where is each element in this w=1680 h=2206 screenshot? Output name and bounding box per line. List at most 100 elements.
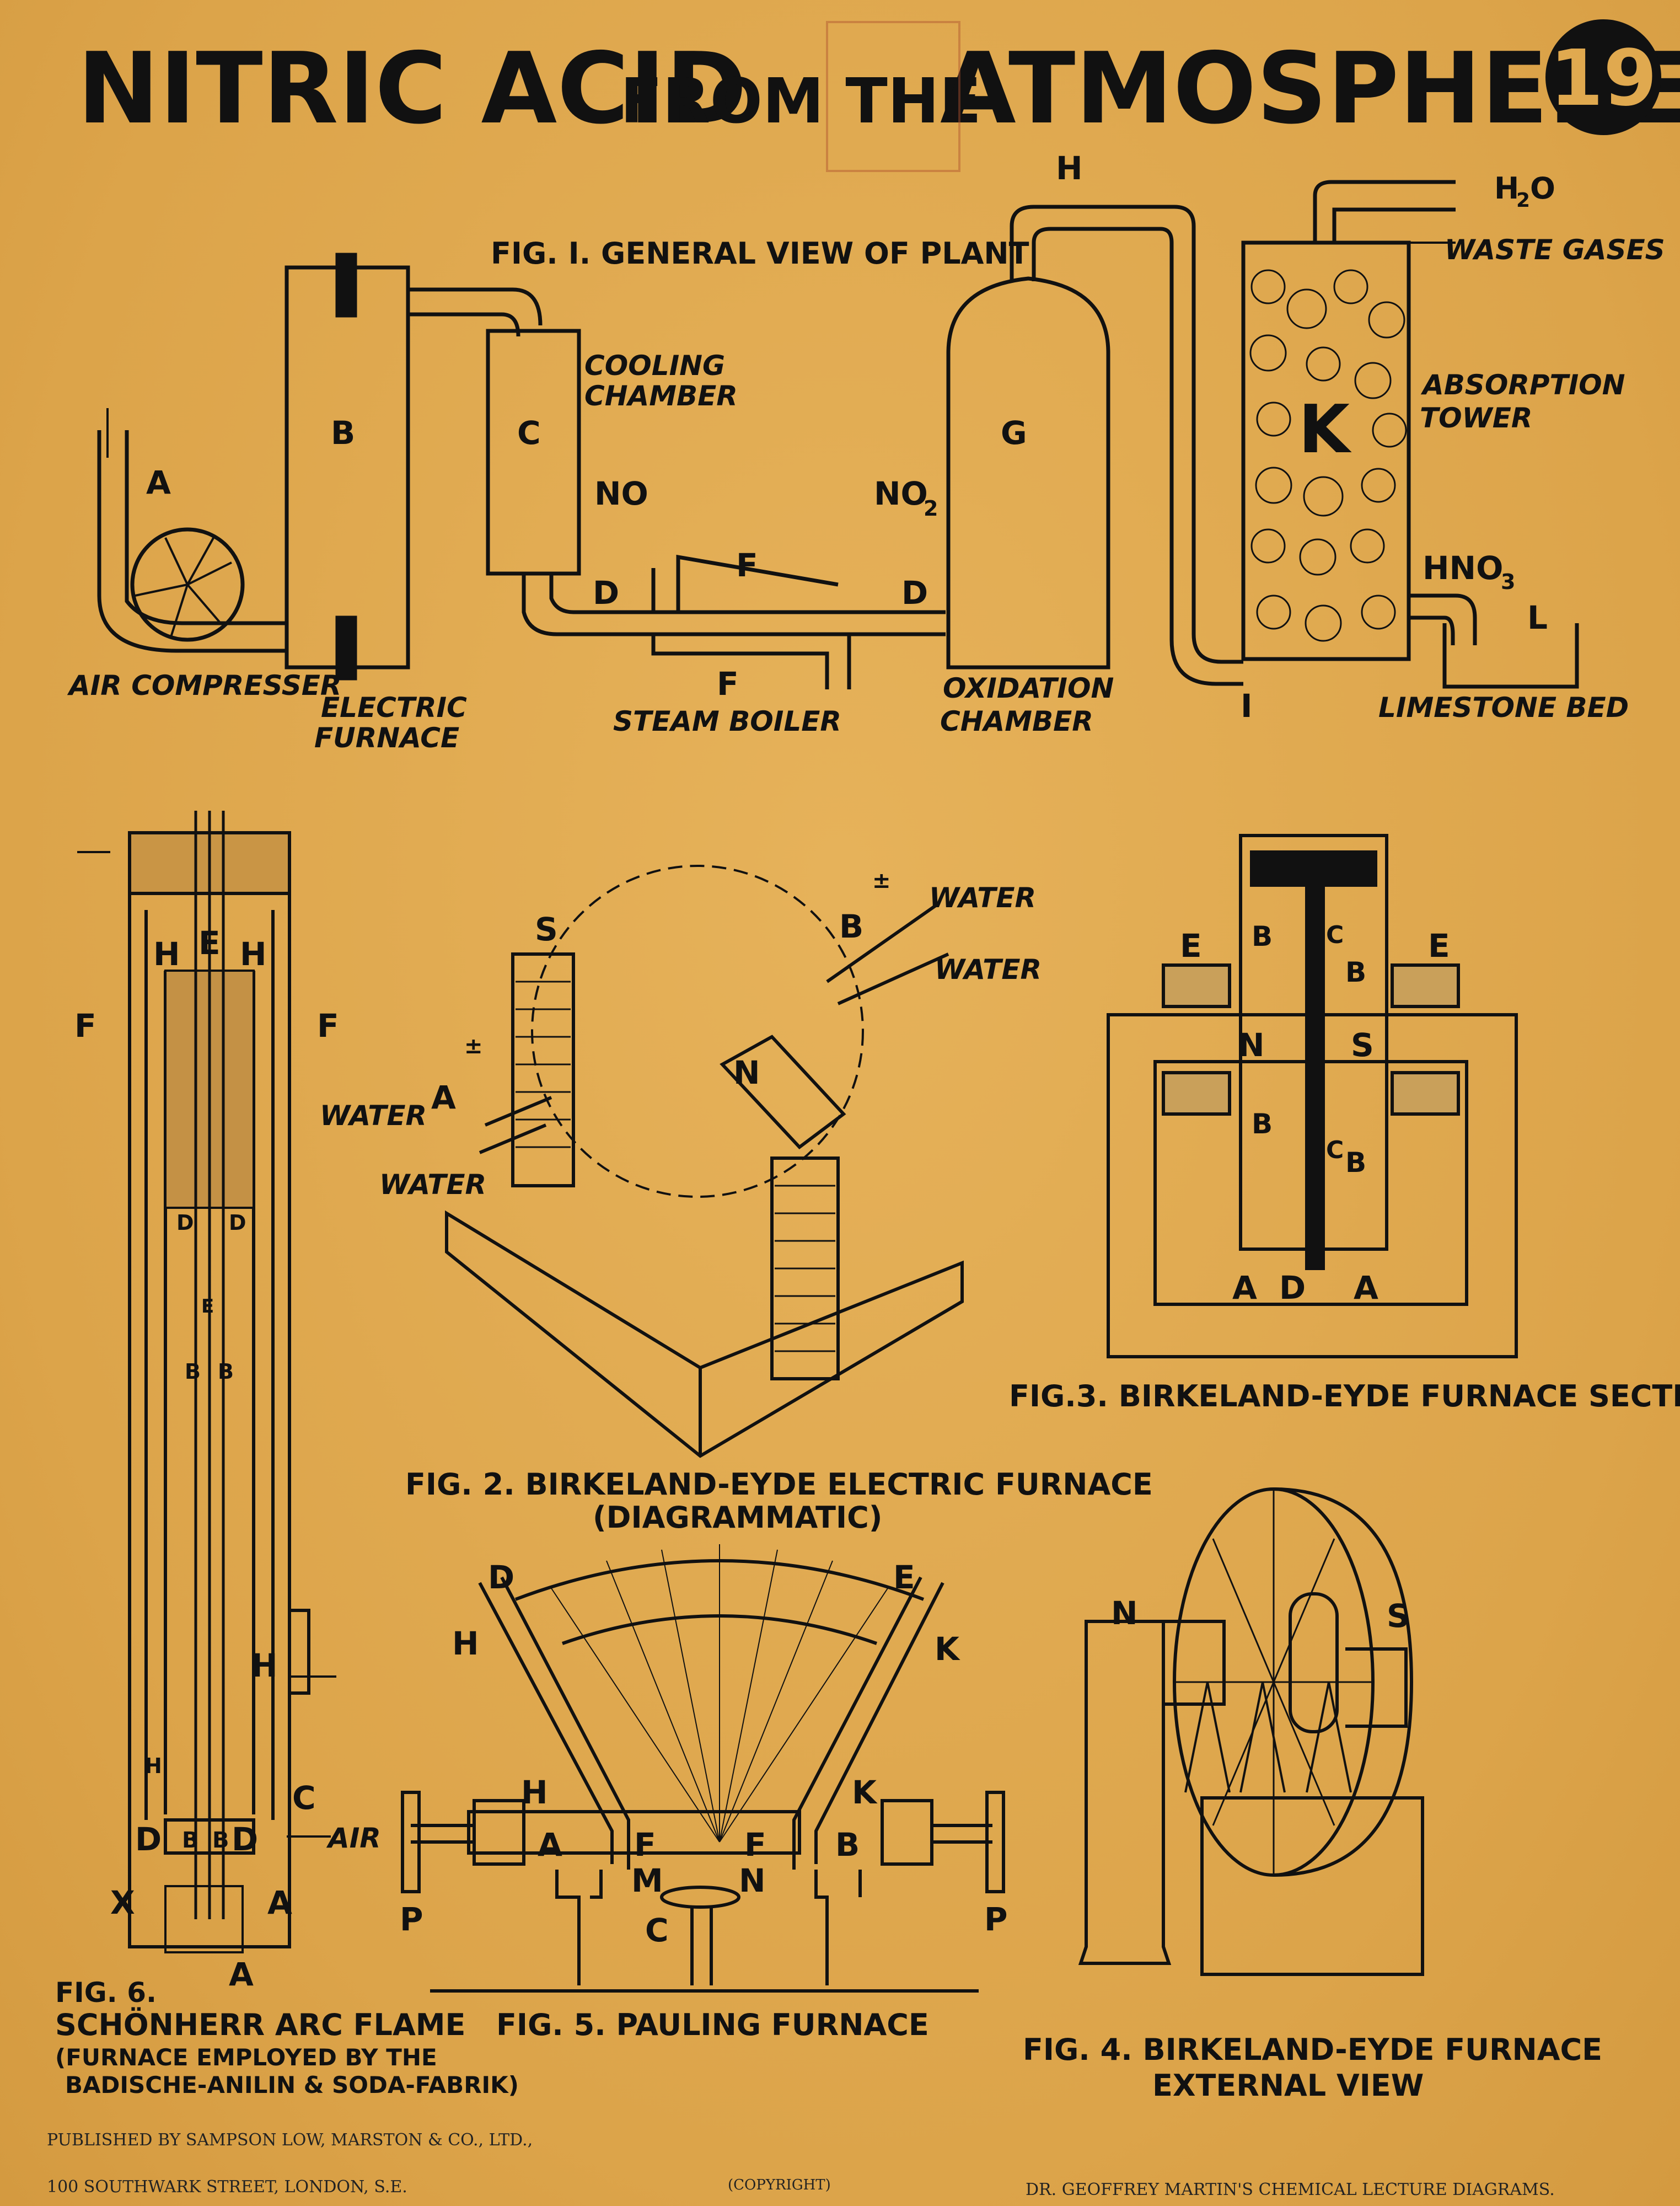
hno3-pipe: [1409, 593, 1477, 645]
fig5-label-m: M: [631, 1862, 663, 1899]
fig6-label-b2: B: [218, 1359, 234, 1384]
fig3-label-s: S: [1351, 1026, 1374, 1064]
fig3-furnace-section: [1107, 834, 1518, 1358]
fig5-label-n: N: [739, 1862, 766, 1899]
limestone-bed-label: LIMESTONE BED: [1378, 692, 1629, 724]
fig2-labels: S N A B ± ± WATER WATER WATER WATER FIG.…: [320, 868, 1153, 1535]
fig4-connector-s: [1345, 1647, 1408, 1728]
fig4-pillar-n: [1078, 1620, 1172, 1965]
fig1-label-i: I: [1241, 687, 1253, 725]
cooling-chamber-label-1: COOLING: [584, 350, 725, 382]
fig5-handle-p-right: [985, 1791, 1005, 1893]
absorption-tower-label-1: ABSORPTION: [1420, 369, 1625, 401]
fig2-electrode-n: [720, 1035, 846, 1150]
fig2-water-label-3: WATER: [929, 882, 1036, 914]
fig5-label-h1: H: [452, 1625, 479, 1662]
fig3-labels: E E N S B B B B C C A D A FIG.3. BIRKELA…: [1009, 920, 1680, 1413]
fig2-label-a: A: [431, 1079, 456, 1116]
fig4-caption-2: EXTERNAL VIEW: [1152, 2068, 1424, 2103]
fig5-block-right: [881, 1799, 933, 1866]
electrode-top: [335, 253, 357, 318]
oxidation-chamber-label-2: CHAMBER: [940, 705, 1093, 737]
fig6-label-b4: B: [212, 1828, 229, 1853]
absorption-tower-label-2: TOWER: [1420, 402, 1532, 434]
fig6-label-h2: H: [240, 935, 267, 973]
series-note: DR. GEOFFREY MARTIN'S CHEMICAL LECTURE D…: [1026, 2180, 1555, 2199]
fig2-water-pipes: [479, 903, 949, 1154]
fig5-labels: D E H K H K A B F F M N C P P FIG. 5. PA…: [400, 1559, 1008, 2042]
fig1-label-h2o-o: O: [1530, 171, 1555, 206]
water-inlet-pipe: [1313, 180, 1456, 243]
fig2-label-s: S: [535, 911, 558, 948]
fig3-label-a1: A: [1232, 1269, 1257, 1307]
fig3-top-block: [1250, 850, 1377, 887]
electric-furnace-label-1: ELECTRIC: [321, 692, 467, 724]
fig2-label-b: B: [839, 908, 863, 945]
cooling-chamber-box: [486, 329, 581, 576]
fig6-label-f1: F: [74, 1007, 96, 1045]
fig6-label-f2: F: [317, 1007, 339, 1045]
fig6-base-d: [164, 1818, 255, 1855]
fig6-label-b3: B: [182, 1828, 199, 1853]
fig1-label-l: L: [1527, 599, 1548, 636]
fig6-labels: H E H F F D D B B E H H C D B B D X A A …: [55, 924, 519, 2098]
copyright-note: (COPYRIGHT): [728, 2177, 831, 2193]
fig2-label-pm1: ±: [464, 1034, 483, 1059]
fig2-caption-2: (DIAGRAMMATIC): [593, 1500, 882, 1535]
fig1-label-h2o: H: [1494, 171, 1519, 206]
limestone-bed-tank: [1442, 623, 1579, 689]
fig6-caption-2: SCHÖNHERR ARC FLAME: [55, 2007, 465, 2042]
title-group: NITRIC ACID FROM THE ATMOSPHERE 19: [77, 19, 1680, 172]
fig1-labels: FIG. I. GENERAL VIEW OF PLANT A B C D D …: [67, 149, 1665, 754]
fig3-label-a2: A: [1354, 1269, 1378, 1307]
fig5-horn-electrodes: [478, 1576, 944, 1870]
fig5-pauling-furnace: [401, 1544, 1005, 1993]
fig6-label-d4: D: [232, 1821, 258, 1858]
fig6-label-h1: H: [153, 935, 180, 973]
fig2-water-label-2: WATER: [379, 1169, 486, 1201]
fig5-label-d: D: [488, 1559, 514, 1596]
fig3-coil-e-left: [1162, 963, 1231, 1008]
fig5-nozzle-c: [660, 1886, 740, 1909]
fig1-label-f1: F: [736, 547, 758, 584]
fig2-arc-disc: [531, 865, 864, 1198]
fig5-supports: [555, 1870, 862, 1985]
fig5-label-c: C: [645, 1911, 669, 1949]
fig2-label-pm2: ±: [872, 868, 891, 893]
steam-boiler-label: STEAM BOILER: [613, 705, 841, 737]
cooling-chamber-label-2: CHAMBER: [584, 380, 738, 412]
fig4-caption-1: FIG. 4. BIRKELAND-EYDE FURNACE: [1023, 2032, 1602, 2067]
fig4-label-n: N: [1111, 1594, 1138, 1632]
fig4-labels: N S FIG. 4. BIRKELAND-EYDE FURNACE EXTER…: [1023, 1594, 1602, 2103]
fig3-label-d: D: [1279, 1269, 1306, 1307]
waste-gases-label: WASTE GASES: [1445, 234, 1665, 266]
oxidation-chamber-label-1: OXIDATION: [943, 672, 1114, 704]
fig6-arrows: [77, 851, 336, 1838]
electric-furnace-label-2: FURNACE: [314, 722, 459, 754]
fig6-label-a2: A: [229, 1956, 254, 1993]
air-compressor-fan: [130, 527, 245, 642]
fig3-label-n: N: [1238, 1026, 1265, 1064]
fig4-base-block: [1200, 1796, 1424, 1976]
fig6-label-c: C: [292, 1779, 316, 1817]
fig4-coil-n: [1162, 1620, 1226, 1706]
fig5-flame-rays: [551, 1544, 888, 1843]
fig5-label-p1: P: [400, 1900, 423, 1938]
fig6-label-b1: B: [185, 1359, 201, 1384]
title-number: 19: [1550, 34, 1657, 124]
title-part2: FROM THE: [620, 66, 981, 137]
air-compresser-label: AIR COMPRESSER: [67, 670, 341, 702]
fig4-wheel-spokes: [1174, 1489, 1373, 1875]
fig6-schonherr-furnace: [77, 811, 336, 1953]
fig2-water-label-1: WATER: [320, 1100, 427, 1132]
fig6-label-h3: H: [251, 1647, 278, 1684]
fig1-label-no: NO: [594, 475, 648, 512]
fig1-label-f2: F: [717, 665, 739, 703]
fig2-water-label-4: WATER: [935, 954, 1042, 986]
oxidation-chamber-box: [946, 276, 1110, 670]
fig1-label-b: B: [331, 414, 355, 452]
fig1-label-no2: NO: [874, 475, 928, 512]
fig2-base-plate: [445, 1210, 964, 1458]
